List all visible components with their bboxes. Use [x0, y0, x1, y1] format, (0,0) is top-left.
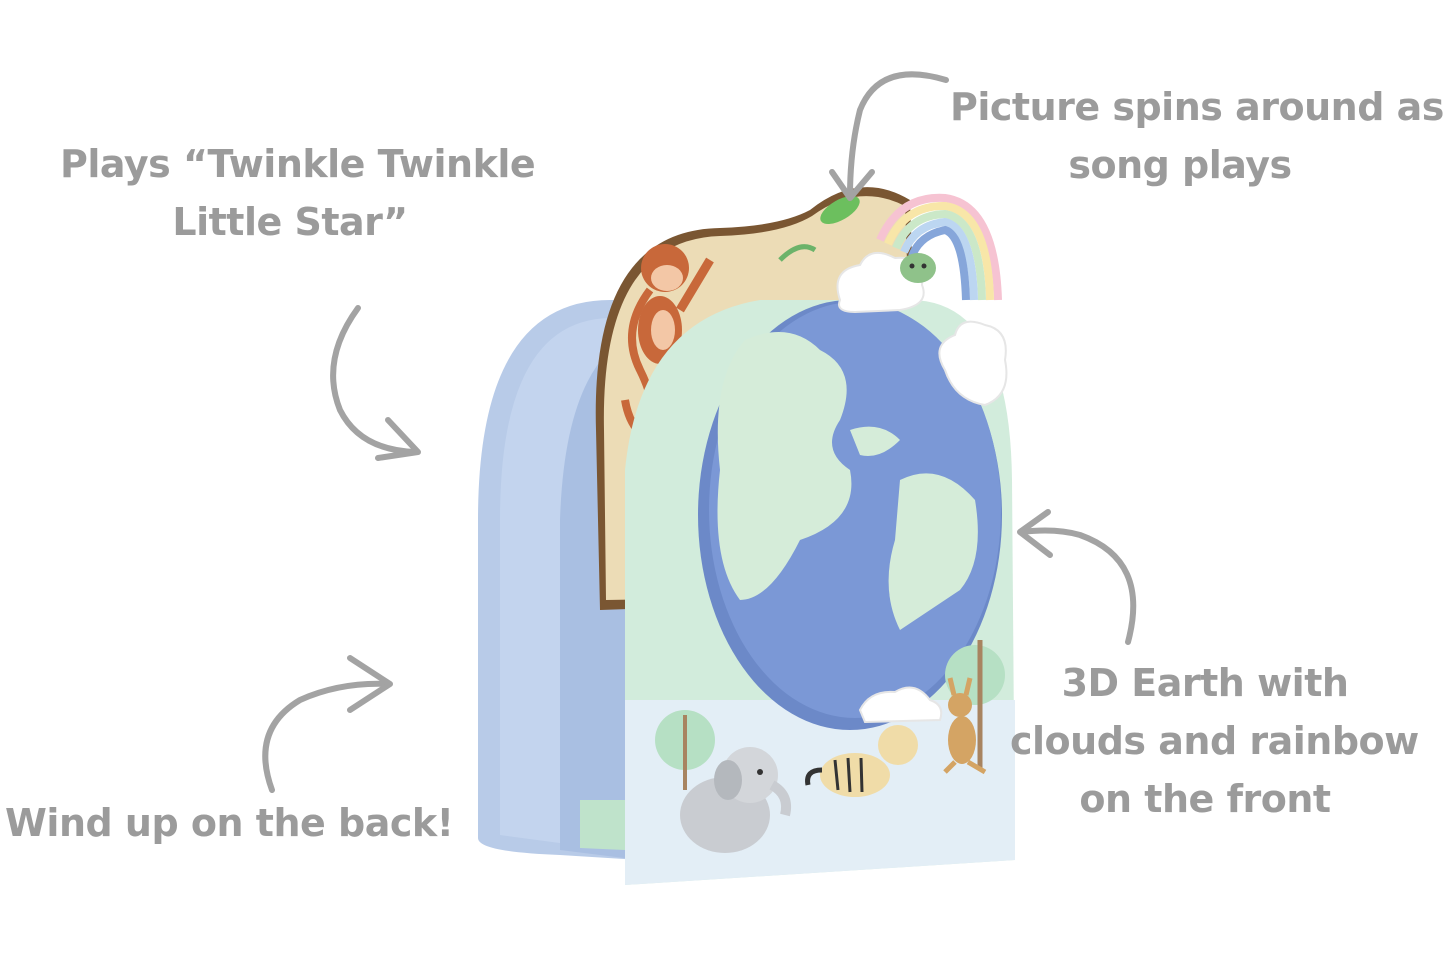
- elephant-icon: [680, 747, 792, 853]
- callout-wind-up: Wind up on the back!: [5, 794, 454, 852]
- baby-dinosaur-icon: [900, 253, 936, 283]
- leaf-icon: [778, 244, 817, 262]
- callout-line: 3D Earth with: [1061, 661, 1349, 705]
- callout-line: song plays: [1068, 143, 1292, 187]
- earth-disc: [698, 300, 1002, 730]
- callout-picture-spins: Picture spins around as song plays: [950, 78, 1444, 194]
- tree-icon: [655, 640, 1005, 790]
- callout-line: Little Star”: [172, 200, 408, 244]
- callout-line: Wind up on the back!: [5, 801, 454, 845]
- callout-plays-song: Plays “Twinkle Twinkle Little Star”: [60, 135, 536, 251]
- kangaroo-icon: [943, 677, 987, 775]
- tiger-icon: [805, 725, 918, 797]
- arrow-to-back-icon: [262, 655, 393, 793]
- callout-line: Plays “Twinkle Twinkle: [60, 142, 536, 186]
- arrow-to-spinning-disc-icon: [829, 71, 949, 201]
- rainbow-icon: [876, 193, 1002, 301]
- arrow-to-earth-icon: [1017, 509, 1137, 645]
- callout-line: Picture spins around as: [950, 85, 1444, 129]
- callout-line: on the front: [1079, 777, 1331, 821]
- callout-line: clouds and rainbow: [1010, 719, 1419, 763]
- callout-earth-3d: 3D Earth with clouds and rainbow on the …: [1010, 654, 1419, 828]
- arrow-to-music-box-icon: [330, 305, 421, 461]
